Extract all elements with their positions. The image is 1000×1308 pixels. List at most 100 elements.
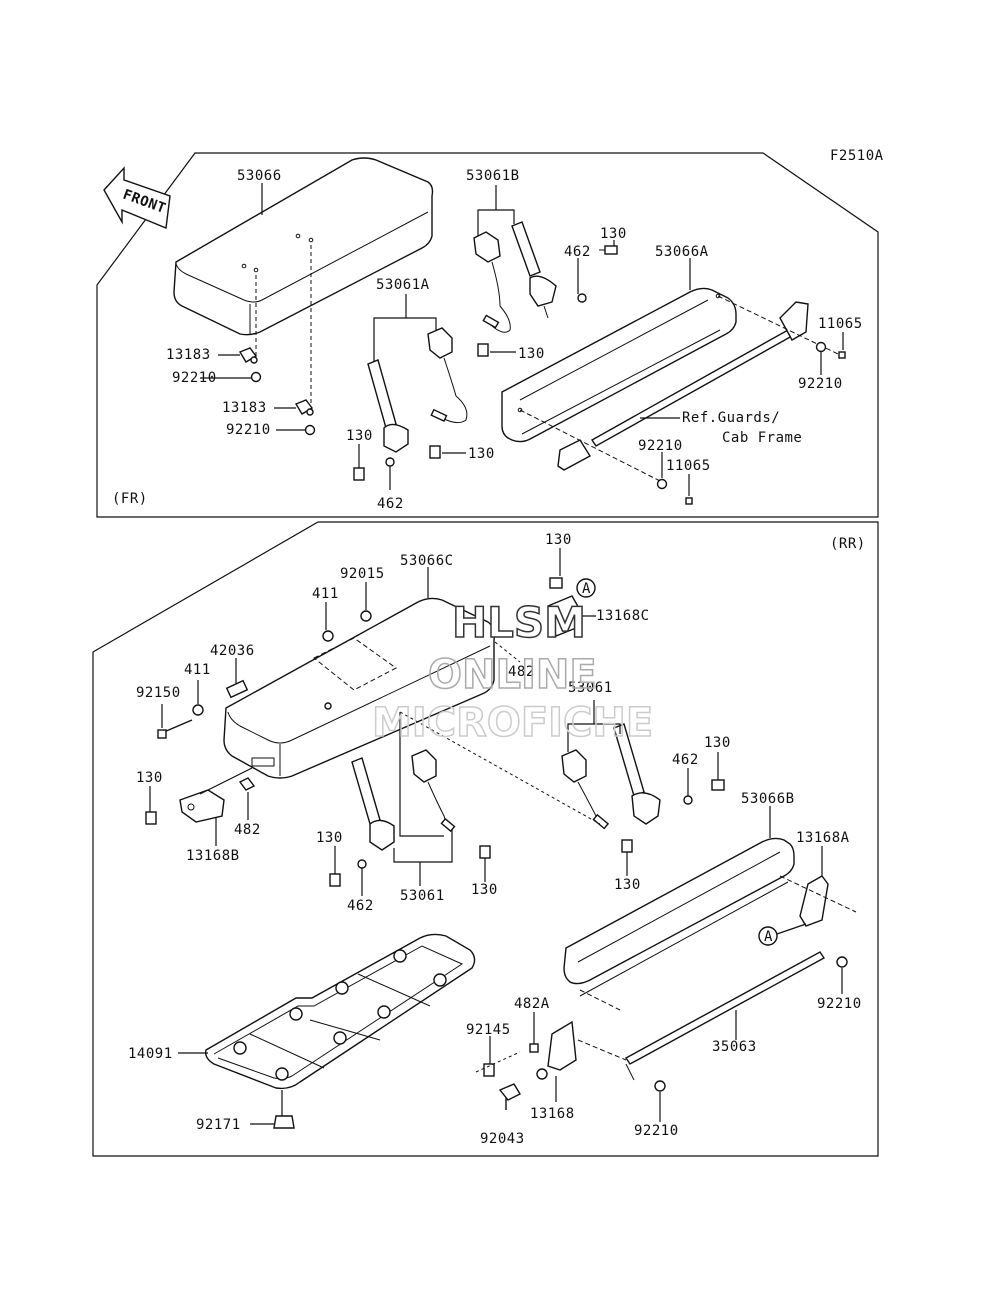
svg-text:A: A — [582, 581, 591, 597]
label-53061-b: 53061 — [400, 888, 445, 904]
nut-92210-a — [250, 371, 262, 383]
seat-belt-rear-right — [561, 723, 661, 830]
label-cab-frame: Cab Frame — [722, 430, 802, 446]
washer-462-d — [683, 795, 693, 805]
label-13168C: 13168C — [596, 608, 650, 624]
label-92210-d: 92210 — [638, 438, 683, 454]
label-53066: 53066 — [237, 168, 282, 184]
label-92210-c: 92210 — [798, 376, 843, 392]
label-section-rr: (RR) — [830, 536, 866, 552]
label-92043: 92043 — [480, 1131, 525, 1147]
reference-A-marker-2 — [758, 926, 778, 946]
label-ref-guards: Ref.Guards/ — [682, 410, 780, 426]
label-482-a: 482 — [508, 664, 535, 680]
label-92210-f: 92210 — [634, 1123, 679, 1139]
bolt-130-e — [549, 577, 563, 589]
front-panel-outline — [96, 152, 879, 518]
bolt-130-j — [621, 839, 633, 853]
label-92171: 92171 — [196, 1117, 241, 1133]
washer-462-c — [357, 859, 367, 869]
nut-92210-b — [304, 424, 316, 436]
bolt-130-c — [429, 445, 441, 459]
label-482A: 482A — [514, 996, 550, 1012]
label-13168B: 13168B — [186, 848, 240, 864]
label-section-fr: (FR) — [112, 491, 148, 507]
label-130-j: 130 — [614, 877, 641, 893]
label-92210-b: 92210 — [226, 422, 271, 438]
svg-text:A: A — [764, 929, 773, 945]
label-53061-a: 53061 — [568, 680, 613, 696]
label-53061A: 53061A — [376, 277, 430, 293]
label-411-a: 411 — [312, 586, 339, 602]
guard-bar-front — [557, 301, 809, 471]
label-462-d: 462 — [347, 898, 374, 914]
bolt-130-h — [145, 811, 157, 825]
svg-text:HLSM: HLSM — [452, 598, 586, 647]
seat-belt-53061A — [367, 327, 468, 453]
front-arrow-icon: FRONT — [103, 166, 171, 229]
label-14091: 14091 — [128, 1046, 173, 1062]
seat-cushion-rear — [223, 597, 496, 779]
label-92150: 92150 — [136, 685, 181, 701]
figure-id: F2510A — [830, 148, 884, 164]
bolt-130-a — [599, 245, 618, 255]
bolt-92145 — [483, 1063, 495, 1077]
bolt-92150 — [157, 719, 193, 739]
nut-92210-f — [654, 1080, 666, 1092]
label-130-e: 130 — [545, 532, 572, 548]
label-53066A: 53066A — [655, 244, 709, 260]
cap-11065-b — [685, 497, 693, 505]
bracket-13168B — [179, 789, 225, 823]
nut-92210-c — [815, 341, 827, 353]
label-11065-a: 11065 — [818, 316, 863, 332]
label-92210-e: 92210 — [817, 996, 862, 1012]
backrest-53066A — [501, 287, 737, 443]
pin-92043 — [498, 1083, 521, 1110]
bolt-130-f — [329, 873, 341, 887]
clip-13183-b — [294, 399, 314, 416]
floor-tray-14091 — [204, 933, 476, 1090]
label-130-b: 130 — [518, 346, 545, 362]
label-130-g: 130 — [136, 770, 163, 786]
bolt-130-d — [353, 467, 365, 481]
bolt-130-g — [479, 845, 491, 859]
label-11065-b: 11065 — [666, 458, 711, 474]
label-462-a: 462 — [564, 244, 591, 260]
bracket-13168A — [799, 875, 829, 927]
clip-482-b — [238, 777, 256, 791]
seat-cushion-front — [173, 157, 434, 336]
label-53061B: 53061B — [466, 168, 520, 184]
collar-42036 — [225, 679, 249, 699]
rear-panel-outline — [92, 521, 879, 1157]
label-462-b: 462 — [377, 496, 404, 512]
seat-belt-53061B — [473, 221, 557, 333]
label-53066B: 53066B — [741, 791, 795, 807]
label-92015: 92015 — [340, 566, 385, 582]
bracket-13168 — [536, 1068, 548, 1080]
bracket-13168C — [547, 595, 581, 637]
label-92145: 92145 — [466, 1022, 511, 1038]
svg-text:MICROFICHE: MICROFICHE — [372, 700, 653, 746]
label-53066C: 53066C — [400, 553, 454, 569]
label-482-b: 482 — [234, 822, 261, 838]
label-35063: 35063 — [712, 1039, 757, 1055]
label-13183-a: 13183 — [166, 347, 211, 363]
nut-92210-e — [836, 956, 848, 968]
washer-411-b — [192, 704, 204, 716]
washer-462-b — [385, 457, 395, 467]
label-13183-b: 13183 — [222, 400, 267, 416]
guard-bar-35063 — [547, 951, 826, 1071]
seat-belt-rear-left — [351, 749, 456, 851]
label-462-c: 462 — [672, 752, 699, 768]
washer-411-a — [322, 630, 334, 642]
nut-92210-d — [656, 478, 668, 490]
cap-11065-a — [838, 351, 846, 359]
clip-13183-a — [238, 347, 258, 364]
label-411-b: 411 — [184, 662, 211, 678]
label-130-h: 130 — [316, 830, 343, 846]
grommet-92171 — [273, 1115, 295, 1129]
label-130-d: 130 — [346, 428, 373, 444]
label-92210-a: 92210 — [172, 370, 217, 386]
label-130-f: 130 — [704, 735, 731, 751]
